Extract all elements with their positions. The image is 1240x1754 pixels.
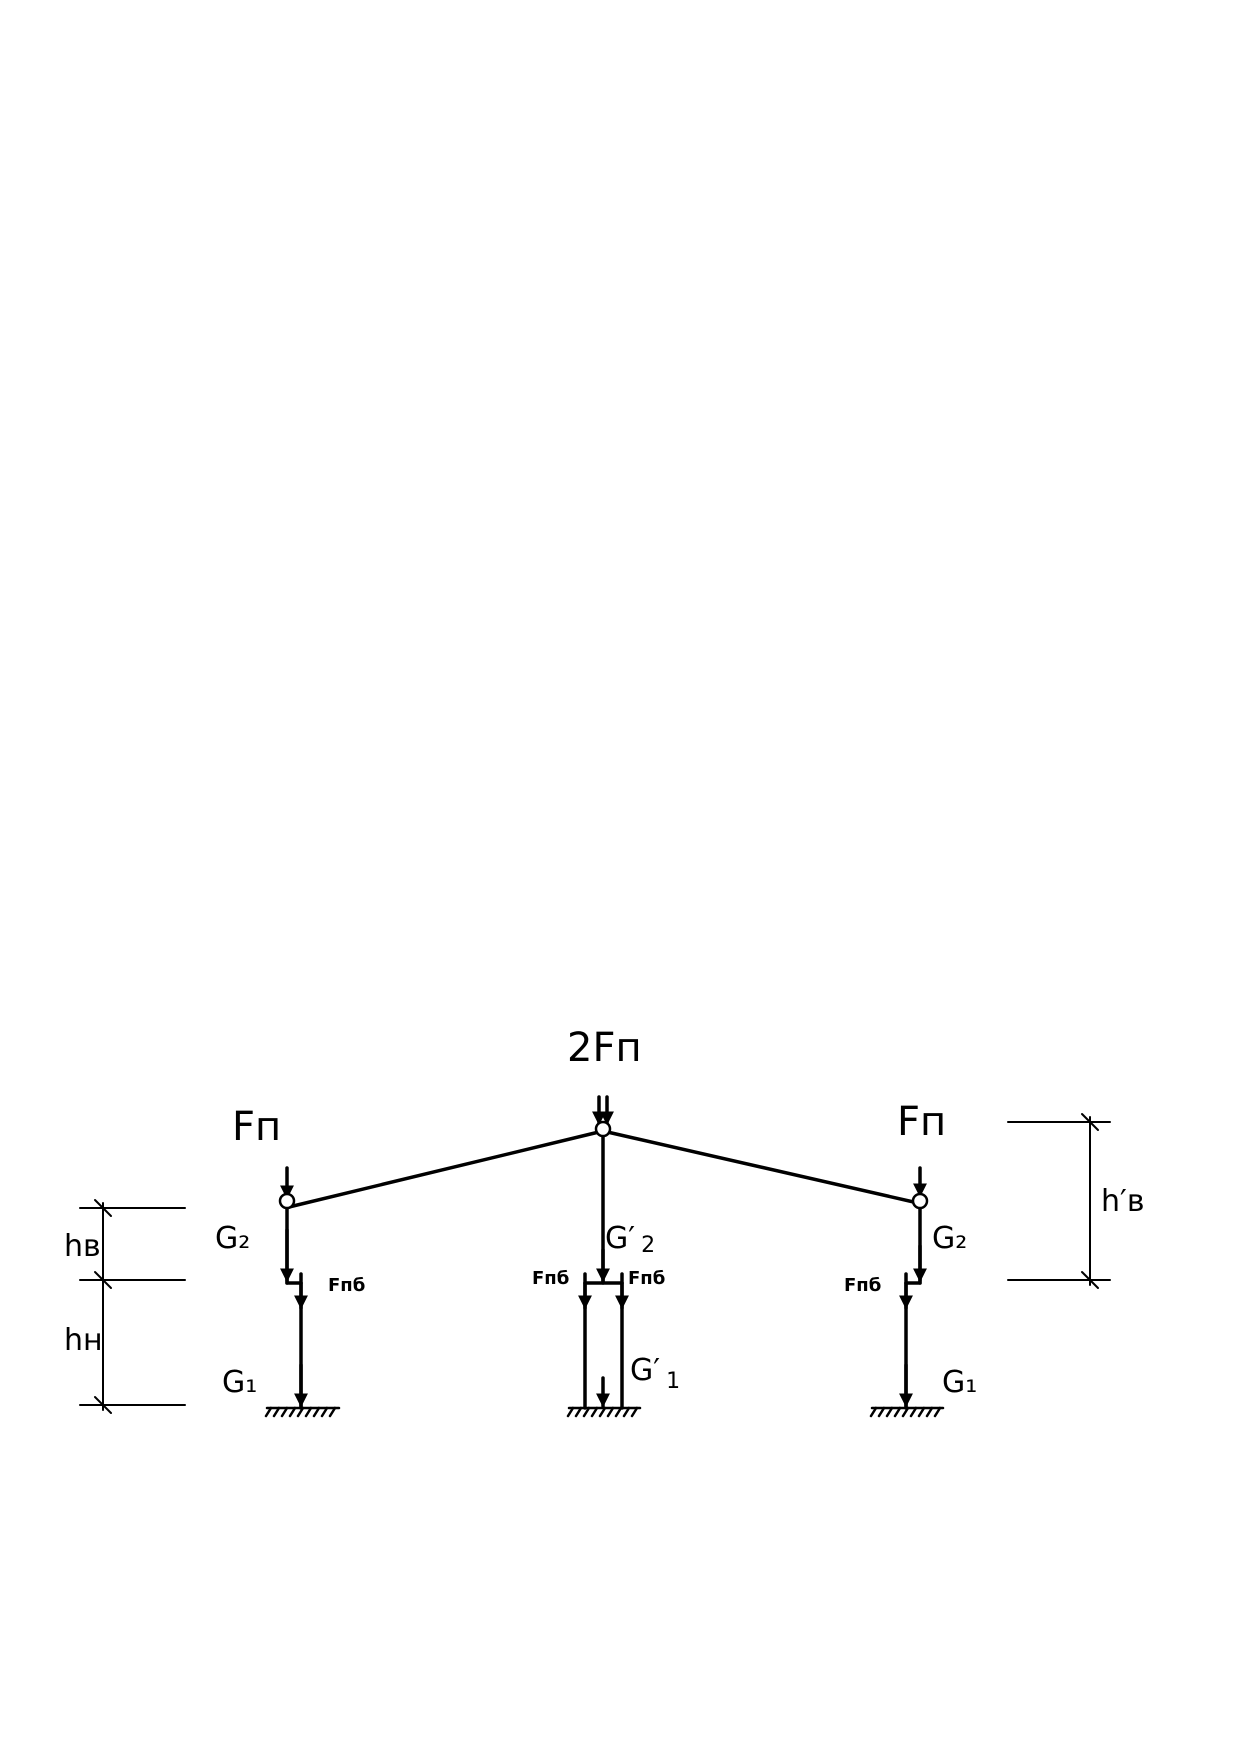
right-fixed-support (869, 1406, 945, 1418)
dim-upper-mid-label: h′в (1101, 1184, 1145, 1219)
middle-hinge (594, 1120, 612, 1138)
left-rafter (287, 1129, 605, 1209)
middle-fixed-support (566, 1406, 642, 1418)
right-hinge (911, 1192, 929, 1210)
right-upper-weight-label: G₂ (932, 1221, 967, 1256)
middle-crane-load-right-label: Fпб (628, 1268, 665, 1289)
middle-upper-weight-label: G′2 (605, 1221, 655, 1258)
left-lower-weight-label: G₁ (222, 1365, 257, 1400)
left-upper-weight-label: G₂ (215, 1221, 250, 1256)
right-lower-weight-label: G₁ (942, 1365, 977, 1400)
left-fixed-support (264, 1406, 341, 1418)
middle-lower-weight-label: G′1 (630, 1353, 680, 1394)
left-hinge (278, 1192, 296, 1210)
right-dimension (1007, 1113, 1111, 1289)
dim-upper-label: hв (64, 1229, 101, 1264)
left-roof-load-label: Fп (232, 1104, 281, 1150)
right-crane-load-label: Fпб (844, 1275, 881, 1296)
left-dimension (79, 1199, 186, 1414)
right-rafter (601, 1129, 920, 1205)
dim-lower-label: hн (64, 1323, 103, 1358)
middle-crane-load-left-label: Fпб (532, 1268, 569, 1289)
top-load-label: 2Fп (567, 1025, 642, 1071)
left-crane-load-label: Fпб (328, 1275, 365, 1296)
right-roof-load-label: Fп (897, 1099, 946, 1145)
